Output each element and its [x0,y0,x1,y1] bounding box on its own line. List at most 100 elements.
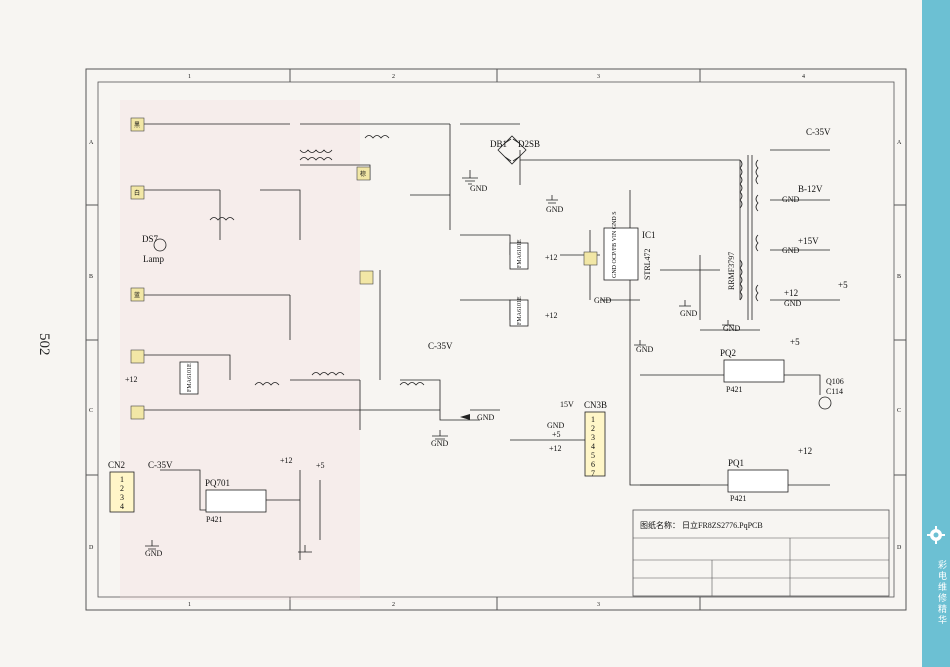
side-band-text: 彩电维修精华 [936,560,946,626]
row-b-right: B [897,274,901,280]
gnd-label-12v: GND [782,195,800,204]
col-1-top: 1 [188,74,191,80]
pq2-label: PQ2 [720,348,736,358]
p12-label-mid: +12 [280,456,293,465]
terminal-brown [356,166,371,181]
pq1-body [727,469,789,493]
pq701-label: PQ701 [205,478,230,488]
p12-label-q1: +12 [798,446,812,456]
cn3b-p5: +5 [552,430,561,439]
transformer [739,155,759,320]
gnd-arrow-icon [460,414,470,420]
p12-label-out: +12 [784,288,798,298]
cn3b-gnd: GND [547,421,565,430]
terminal-black [130,117,145,132]
row-a-left: A [89,140,94,146]
p12-label-b: +12 [545,311,558,320]
wiring [140,123,840,560]
page-number: 502 [36,333,52,356]
right-color-band [922,0,950,667]
cn3b-pin-7: 7 [591,469,595,478]
cn2-pin-4: 4 [120,502,124,511]
p12-label-a: +12 [545,253,558,262]
p5-label-q2: +5 [790,337,800,347]
cn3b-pin-1: 1 [591,415,595,424]
c35v-label-cn2: C-35V [148,460,173,470]
col-4-top: 4 [802,74,805,80]
col-1-bottom: 1 [188,602,191,608]
cn2-pin-2: 2 [120,484,124,493]
row-a-right: A [897,140,902,146]
str-label: STRL472 [643,248,652,280]
terminal-blue [130,287,145,302]
col-3-bottom: 3 [597,602,600,608]
fma-2 [509,299,529,327]
gnd-label-15v: GND [782,246,800,255]
cn3b-15v: 15V [560,400,574,409]
gnd-ic-pin-label: GND [594,296,612,305]
gnd-symbols [145,170,734,553]
fma-1-label: FMA6101E [517,239,523,268]
fma-2-label: FMA6101E [517,296,523,325]
terminal-white-label: 白 [134,189,140,197]
pq701-part: P421 [206,515,222,524]
cn2-connector [109,471,135,513]
cn3b-pin-4: 4 [591,442,595,451]
col-3-top: 3 [597,74,600,80]
col-2-top: 2 [392,74,395,80]
title-block-text: 图纸名称： 日立FR8ZS2776.PqPCB [640,520,763,530]
cn3b-pin-6: 6 [591,460,595,469]
gnd-arrow-label: GND [477,413,495,422]
cn3b-label: CN3B [584,400,607,410]
pq1-part: P421 [730,494,746,503]
cn3b-pin-2: 2 [591,424,595,433]
gnd-label-out: GND [784,299,802,308]
fma-3-label: FMA6101E [187,363,193,392]
p12-label-c: +12 [125,375,138,384]
gnd-label-cn2: GND [145,549,163,558]
ic1-pins: GND OCP/FB VIN GND S [612,211,618,278]
cn3b-pin-5: 5 [591,451,595,460]
fma-1 [509,242,529,270]
row-d-left: D [89,545,94,551]
c114-label: C114 [826,387,843,396]
p15v-label: +15V [798,236,819,246]
title-block [632,509,890,597]
col-2-bottom: 2 [392,602,395,608]
pq701-body [205,489,267,513]
terminal-brown-label: 棕 [360,170,366,178]
row-c-left: C [89,408,93,414]
row-b-left: B [89,274,93,280]
bridge-rectifier [497,135,527,165]
b12v-label: B-12V [798,184,823,194]
p5-label-mid: +5 [316,461,325,470]
q106-label: Q106 [826,377,844,386]
d2sb-label: D2SB [518,139,540,149]
ic1-label: IC1 [642,230,656,240]
terminal-mid [359,270,374,285]
db1-label: DB1 [490,139,507,149]
gnd-label-fb: GND [680,309,698,318]
ic1-body [603,227,639,281]
cn3b-pin-3: 3 [591,433,595,442]
pq2-body [723,359,785,383]
fma-3 [179,361,199,395]
cn2-label: CN2 [108,460,125,470]
terminal-4 [130,349,145,364]
gnd-label-ic: GND [546,205,564,214]
p5-label-out: +5 [838,280,848,290]
row-c-right: C [897,408,901,414]
terminal-white [130,185,145,200]
pq2-part: P421 [726,385,742,394]
terminal-5 [130,405,145,420]
lamp-icon [153,238,167,252]
terminal-ic [583,251,598,266]
row-d-right: D [897,545,902,551]
gnd-label-lower: GND [431,439,449,448]
gnd-label-mid: GND [723,324,741,333]
c35v-label-top: C-35V [806,127,831,137]
gnd-label-bridge: GND [470,184,488,193]
cn3b-connector [584,411,606,477]
